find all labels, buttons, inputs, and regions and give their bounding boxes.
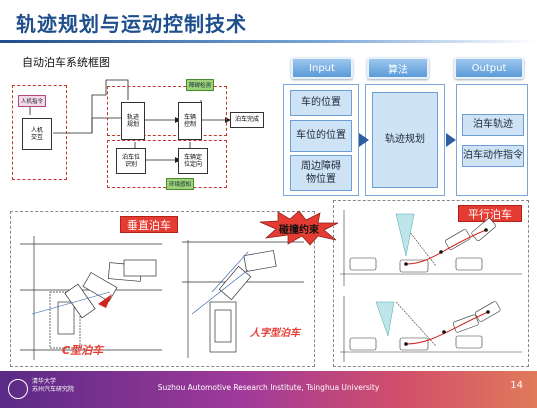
parallel-parking-illustration [340,210,522,362]
obstacle-detection-tag: 障碍检测 [186,79,215,91]
page-number: 14 [510,380,523,391]
trajectory-planning-block: 轨迹 规划 [121,102,145,140]
c-type-parking-label: C型泊车 [62,344,104,357]
algorithm-column-header: 算法 [367,57,429,79]
output-parking-trajectory: 泊车轨迹 [462,114,524,136]
human-input-tag: 人机指令 [18,95,47,107]
parking-complete-block: 泊车完成 [230,112,264,128]
input-car-position: 车的位置 [290,90,352,116]
diagram-subtitle: 自动泊车系统框图 [22,56,110,69]
output-column [456,84,528,196]
title-divider [0,40,537,43]
institute-logo-text: 清华大学 苏州汽车研究院 [32,378,75,393]
perpendicular-parking-panel [10,211,315,367]
algorithm-trajectory-planning: 轨迹规划 [372,92,438,188]
perpendicular-parking-illustration [20,236,304,360]
slot-detection-block: 泊车位 识别 [116,148,146,174]
arrow-input-to-algorithm [359,133,369,147]
parallel-parking-label: 平行泊车 [458,205,522,222]
page-title: 轨迹规划与运动控制技术 [16,12,247,36]
output-column-header: Output [454,57,524,79]
parallel-parking-panel [333,200,529,367]
perpendicular-parking-label: 垂直泊车 [120,216,178,233]
output-parking-commands: 泊车动作指令 [462,145,524,167]
input-slot-position: 车位的位置 [290,120,352,152]
planning-group-outline [107,86,227,136]
input-column-header: Input [291,57,353,79]
arrow-algorithm-to-output [446,133,456,147]
footer-bar [0,371,537,408]
herringbone-parking-label: 人字型泊车 [250,328,300,339]
institute-name: Suzhou Automotive Research Institute, Ts… [157,383,380,392]
hmi-block: 人机 交互 [22,118,52,150]
hmi-group-outline [12,85,67,180]
collision-constraint-burst [259,210,339,246]
university-logo [8,379,28,399]
vehicle-control-block: 车辆 控制 [178,102,202,140]
environment-sensing-tag: 环境感知 [166,178,195,190]
input-obstacle-position: 周边障碍 物位置 [290,155,352,191]
vehicle-localization-block: 车辆定 位定向 [178,148,208,174]
collision-constraint-label: 碰撞约束 [279,225,319,236]
